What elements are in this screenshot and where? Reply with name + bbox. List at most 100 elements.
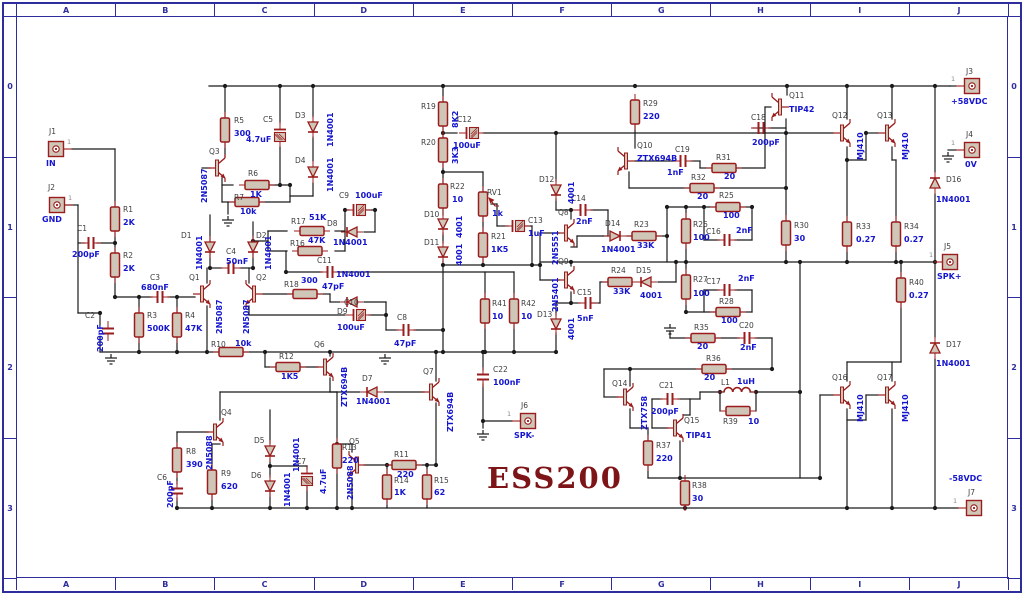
- resistor-R3[interactable]: [133, 307, 145, 343]
- transistor-Q6[interactable]: [316, 353, 334, 381]
- transistor-Q17[interactable]: [878, 381, 896, 409]
- diode-D6[interactable]: [263, 475, 277, 497]
- resistor-R40[interactable]: [895, 272, 907, 308]
- connector-J2[interactable]: [48, 196, 74, 214]
- diode-D5[interactable]: [263, 440, 277, 462]
- polarized-capacitor-C10[interactable]: [346, 308, 371, 322]
- diode-D3[interactable]: [306, 116, 320, 138]
- polarized-capacitor-C9[interactable]: [346, 203, 371, 217]
- connector-J7[interactable]: [958, 499, 983, 517]
- resistor-R1[interactable]: [109, 201, 121, 237]
- diode-D4[interactable]: [306, 161, 320, 183]
- transistor-Q12[interactable]: [833, 119, 851, 147]
- resistor-R41[interactable]: [479, 293, 491, 329]
- resistor-R27[interactable]: [680, 269, 692, 305]
- transistor-Q9[interactable]: [557, 266, 575, 294]
- resistor-R37[interactable]: [642, 435, 654, 471]
- resistor-R15[interactable]: [421, 469, 433, 505]
- capacitor-C4[interactable]: [221, 262, 241, 274]
- resistor-R24[interactable]: [602, 276, 638, 288]
- resistor-R8[interactable]: [171, 442, 183, 478]
- resistor-R7[interactable]: [229, 196, 265, 208]
- inductor-L1[interactable]: [718, 386, 756, 393]
- resistor-R25[interactable]: [710, 201, 746, 213]
- diode-D17[interactable]: [928, 337, 942, 359]
- resistor-R30[interactable]: [780, 215, 792, 251]
- diode-D13[interactable]: [549, 313, 563, 335]
- connector-J3[interactable]: [956, 77, 981, 95]
- diode-D8[interactable]: [341, 225, 363, 239]
- resistor-R5[interactable]: [219, 112, 231, 148]
- resistor-R36[interactable]: [696, 363, 732, 375]
- resistor-R34[interactable]: [890, 216, 902, 252]
- diode-D2[interactable]: [246, 236, 260, 258]
- capacitor-C15[interactable]: [578, 297, 598, 309]
- resistor-R17[interactable]: [294, 225, 330, 237]
- capacitor-C19[interactable]: [673, 155, 693, 167]
- resistor-R29[interactable]: [629, 94, 641, 130]
- diode-D1[interactable]: [203, 236, 217, 258]
- resistor-R14[interactable]: [381, 469, 393, 505]
- resistor-R22[interactable]: [437, 178, 449, 214]
- transistor-Q7[interactable]: [422, 378, 440, 406]
- resistor-R33[interactable]: [841, 216, 853, 252]
- transistor-Q14[interactable]: [616, 383, 634, 411]
- capacitor-C22[interactable]: [477, 367, 489, 387]
- capacitor-C11[interactable]: [320, 266, 340, 278]
- transistor-Q13[interactable]: [878, 119, 896, 147]
- polarized-capacitor-C12[interactable]: [459, 126, 484, 140]
- transistor-Q4[interactable]: [206, 418, 224, 446]
- resistor-R13[interactable]: [331, 438, 343, 474]
- diode-D12[interactable]: [549, 179, 563, 201]
- diode-D11[interactable]: [436, 241, 450, 263]
- capacitor-C6[interactable]: [171, 481, 183, 501]
- resistor-R35[interactable]: [685, 332, 721, 344]
- resistor-R11[interactable]: [386, 459, 422, 471]
- connector-J6[interactable]: [512, 412, 537, 430]
- polarized-capacitor-C7[interactable]: [300, 466, 314, 491]
- resistor-R42[interactable]: [508, 293, 520, 329]
- potentiometer-RV1[interactable]: [477, 186, 500, 222]
- diode-D9[interactable]: [341, 295, 363, 309]
- capacitor-C17[interactable]: [717, 284, 737, 296]
- transistor-Q15[interactable]: [666, 414, 684, 442]
- resistor-R4[interactable]: [171, 307, 183, 343]
- transistor-Q11[interactable]: [771, 93, 790, 121]
- transistor-Q3[interactable]: [208, 154, 226, 182]
- capacitor-C18[interactable]: [751, 122, 771, 134]
- capacitor-C21[interactable]: [660, 393, 680, 405]
- capacitor-C16[interactable]: [717, 234, 737, 246]
- resistor-R18[interactable]: [287, 288, 323, 300]
- capacitor-C1[interactable]: [81, 237, 101, 249]
- resistor-R26[interactable]: [680, 213, 692, 249]
- diode-D15[interactable]: [635, 275, 657, 289]
- capacitor-C2[interactable]: [102, 321, 114, 341]
- connector-J1[interactable]: [47, 140, 73, 158]
- resistor-R28[interactable]: [710, 306, 746, 318]
- capacitor-C20[interactable]: [737, 332, 757, 344]
- resistor-R20[interactable]: [437, 132, 449, 168]
- resistor-R31[interactable]: [706, 162, 742, 174]
- resistor-R12[interactable]: [270, 361, 306, 373]
- resistor-R9[interactable]: [206, 464, 218, 500]
- transistor-Q5[interactable]: [348, 451, 367, 479]
- diode-D14[interactable]: [604, 229, 626, 243]
- capacitor-C8[interactable]: [396, 324, 416, 336]
- connector-J4[interactable]: [956, 141, 981, 159]
- resistor-R23[interactable]: [626, 230, 662, 242]
- resistor-R16[interactable]: [292, 245, 328, 257]
- polarized-capacitor-C13[interactable]: [505, 219, 530, 233]
- transistor-Q8[interactable]: [557, 219, 575, 247]
- resistor-R32[interactable]: [684, 182, 720, 194]
- transistor-Q10[interactable]: [617, 147, 636, 175]
- transistor-Q16[interactable]: [833, 381, 851, 409]
- resistor-R19[interactable]: [437, 96, 449, 132]
- diode-D10[interactable]: [436, 213, 450, 235]
- resistor-R38[interactable]: [679, 475, 691, 511]
- resistor-R10[interactable]: [213, 346, 249, 358]
- diode-D7[interactable]: [361, 385, 383, 399]
- diode-D16[interactable]: [928, 172, 942, 194]
- polarized-capacitor-C5[interactable]: [273, 122, 287, 147]
- resistor-R2[interactable]: [109, 247, 121, 283]
- resistor-R6[interactable]: [239, 179, 275, 191]
